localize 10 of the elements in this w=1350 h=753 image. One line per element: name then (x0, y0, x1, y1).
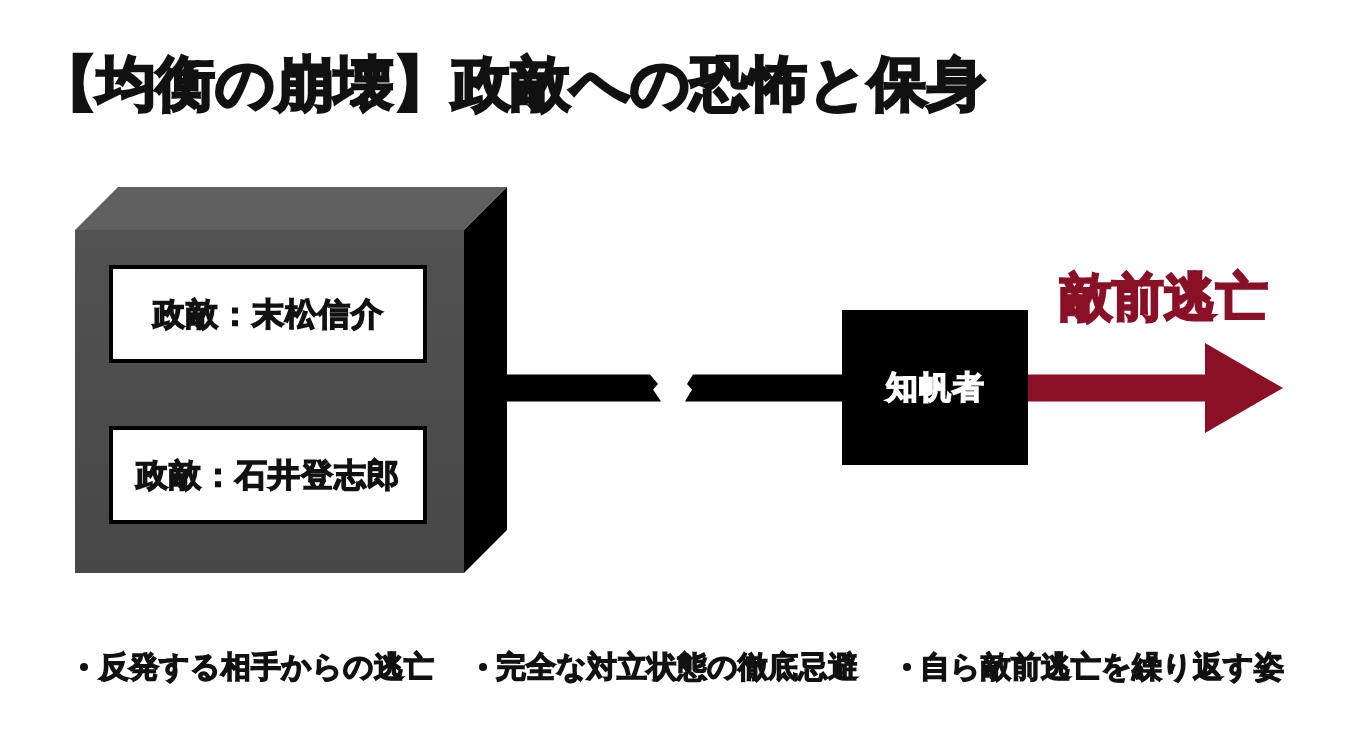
bullet-text: 完全な対立状態の徹底忌避 (496, 650, 858, 685)
bullet-text: 反発する相手からの逃亡 (99, 650, 434, 685)
name-box: 政敵：末松信介 (109, 265, 427, 363)
arrow (1028, 343, 1283, 433)
broken-connector (507, 374, 842, 402)
title: 【均衡の崩壊】政敵への恐怖と保身 (38, 50, 986, 118)
label-box: 知帆者 (842, 310, 1028, 465)
edge-label: 敵前逃亡 (1060, 268, 1268, 328)
name-box: 政敵：石井登志郎 (109, 426, 427, 524)
bullet-text: 自ら敵前逃亡を繰り返す姿 (920, 650, 1284, 685)
